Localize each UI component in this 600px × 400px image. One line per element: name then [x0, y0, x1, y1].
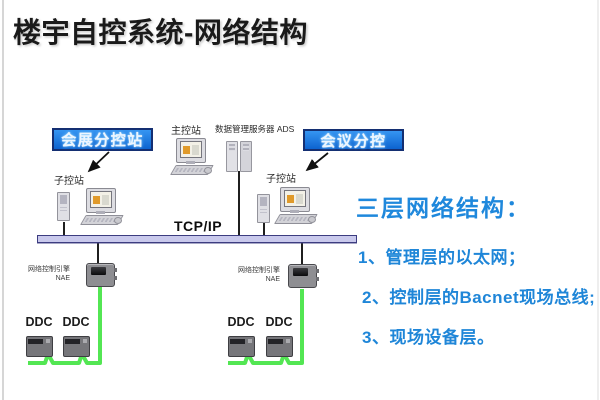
mouse [204, 167, 212, 174]
note-item-2: 2、控制层的Bacnet现场总线; [362, 288, 596, 307]
nae-left-label: 网络控制引擎 NAE [22, 265, 70, 284]
monitor [176, 138, 206, 163]
main-station-label: 主控站 [171, 126, 201, 137]
ads-server [226, 141, 254, 172]
nae-controller-left [86, 263, 117, 287]
data-server-label: 数据管理服务器 ADS [215, 124, 295, 134]
mouse [114, 217, 122, 224]
monitor-stand [186, 161, 195, 164]
ddc-label: DDC [25, 315, 53, 329]
note-item-3: 3、现场设备层。 [362, 328, 495, 347]
conference-subcontrol-callout: 会议分控 [303, 129, 404, 151]
screen [180, 141, 202, 158]
substation-left-label: 子控站 [54, 176, 84, 187]
ddc-controller [228, 336, 255, 357]
slide-left-border [2, 0, 4, 400]
slide-right-border [597, 0, 599, 400]
screen [90, 191, 112, 208]
substation-right-computer [274, 187, 318, 225]
server-tower [226, 141, 238, 172]
monitor-stand [96, 211, 105, 214]
ddc-controller [266, 336, 293, 357]
substation-left-computer [80, 188, 124, 226]
monitor [280, 187, 310, 212]
note-item-1: 1、管理层的以太网； [358, 248, 526, 267]
ddc-controller [26, 336, 53, 357]
nae-label-line2: NAE [55, 275, 70, 283]
nae-label-line2: NAE [265, 276, 280, 284]
monitor [86, 188, 116, 213]
nae-label-line1: 网络控制引擎 [238, 267, 280, 274]
tcpip-label: TCP/IP [174, 218, 223, 234]
ddc-controller [63, 336, 90, 357]
mouse [308, 216, 316, 223]
page-title: 楼宇自控系统-网络结构 [13, 17, 308, 48]
substation-right-label: 子控站 [266, 174, 296, 185]
server-tower [240, 141, 252, 172]
nae-label-line1: 网络控制引擎 [28, 266, 70, 273]
notes-heading: 三层网络结构： [356, 195, 531, 221]
exhibition-substation-callout: 会展分控站 [52, 128, 153, 151]
nae-right-label: 网络控制引擎 NAE [232, 266, 280, 285]
ddc-label: DDC [265, 315, 293, 329]
tcpip-bus-bar [37, 235, 357, 243]
substation-right-tower [257, 194, 270, 223]
main-station-computer [170, 138, 214, 176]
substation-left-tower [57, 192, 70, 221]
ddc-label: DDC [227, 315, 255, 329]
nae-controller-right [288, 264, 319, 288]
monitor-stand [290, 210, 299, 213]
ddc-label: DDC [62, 315, 90, 329]
screen [284, 190, 306, 207]
